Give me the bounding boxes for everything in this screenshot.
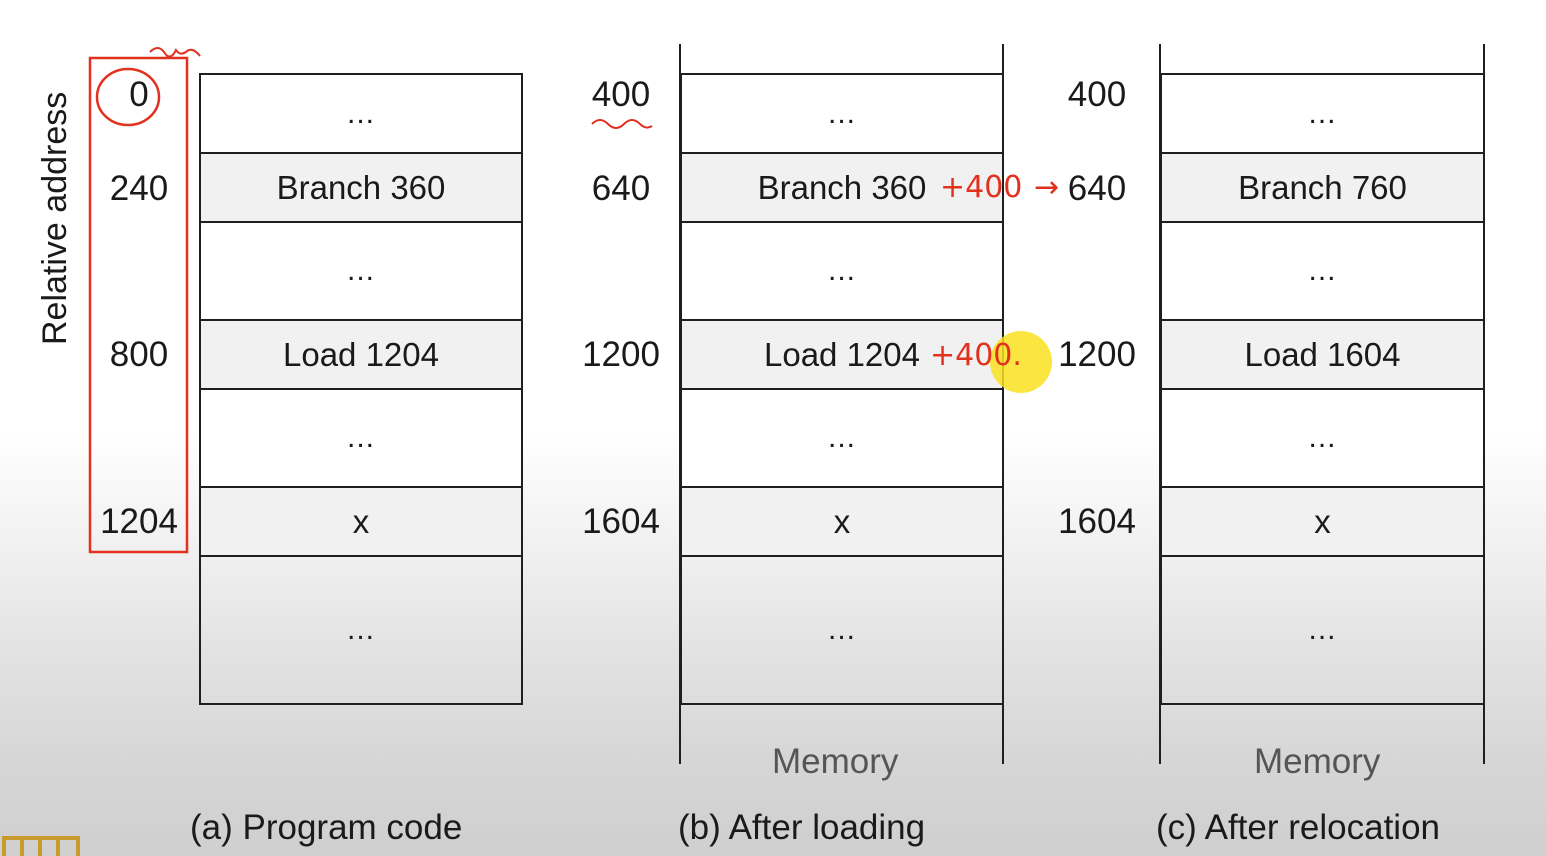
scribble-mark [149, 47, 201, 58]
caption-program-code: (a) Program code [190, 808, 463, 847]
memory-cell-load: Load 1204 [680, 319, 1004, 390]
memory-cell-x: x [1160, 486, 1485, 557]
memory-cell: ... [199, 555, 523, 705]
memory-cell-load: Load 1604 [1160, 319, 1485, 390]
memory-label: Memory [1254, 742, 1381, 781]
address-label: 0 [129, 75, 149, 114]
address-label: 400 [591, 75, 651, 114]
squiggle-underline [591, 119, 653, 129]
address-label: 1604 [582, 502, 660, 541]
zero-circle [95, 67, 161, 127]
memory-cell-x: x [680, 486, 1004, 557]
address-label: 240 [109, 169, 169, 208]
branch-offset-annotation: +400 [940, 170, 1023, 205]
memory-cell-load: Load 1204 [199, 319, 523, 390]
address-label: 640 [1067, 169, 1127, 208]
address-label: 1200 [1058, 335, 1136, 374]
memory-cell-x: x [199, 486, 523, 557]
address-label: 1204 [100, 502, 178, 541]
memory-cell: ... [680, 221, 1004, 321]
memory-cell: ... [199, 221, 523, 321]
caption-after-loading: (b) After loading [678, 808, 926, 847]
caption-after-relocation: (c) After relocation [1156, 808, 1440, 847]
memory-cell: ... [680, 555, 1004, 705]
address-label: 400 [1067, 75, 1127, 114]
cursor-highlight [990, 331, 1052, 393]
address-label: 1200 [582, 335, 660, 374]
relative-address-box [88, 56, 189, 554]
logo-icon [2, 836, 80, 856]
load-offset-annotation: +400. [930, 338, 1022, 373]
address-label: 800 [109, 335, 169, 374]
address-label: 640 [591, 169, 651, 208]
memory-cell-branch: Branch 360 [199, 152, 523, 223]
memory-cell: ... [680, 73, 1004, 154]
memory-cell: ... [199, 388, 523, 488]
memory-cell: ... [199, 73, 523, 154]
address-label: 1604 [1058, 502, 1136, 541]
memory-cell-branch: Branch 760 [1160, 152, 1485, 223]
memory-cell-branch: Branch 360 [680, 152, 1004, 223]
memory-cell: ... [1160, 555, 1485, 705]
memory-cell: ... [1160, 221, 1485, 321]
memory-label: Memory [772, 742, 899, 781]
memory-cell: ... [1160, 388, 1485, 488]
arrow-annotation: → [1034, 170, 1060, 205]
memory-cell: ... [680, 388, 1004, 488]
memory-cell: ... [1160, 73, 1485, 154]
